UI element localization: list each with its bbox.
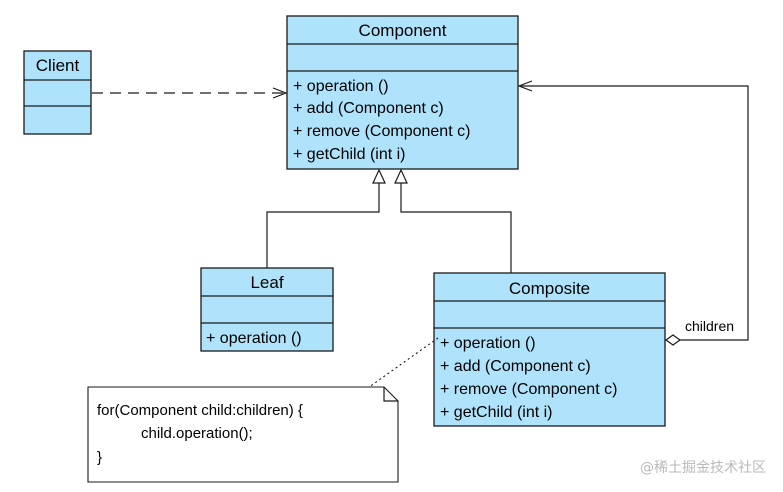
class-component-member-remove: + remove (Component c) (293, 123, 470, 140)
class-component-member-add: + add (Component c) (293, 100, 444, 117)
class-component[interactable]: Component + operation () + add (Componen… (286, 15, 519, 170)
class-leaf-member-operation: + operation () (206, 330, 302, 347)
generalization-leaf-line (266, 182, 380, 268)
note-fold (383, 387, 398, 402)
note-operation[interactable]: for(Component child:children) { child.op… (87, 337, 439, 483)
class-composite-box (433, 272, 666, 427)
class-composite-name: Composite (509, 279, 590, 298)
class-client[interactable]: Client (23, 50, 92, 135)
class-component-name: Component (359, 21, 447, 40)
class-component-box (286, 15, 519, 170)
dependency-client-component (92, 87, 288, 99)
class-leaf-name: Leaf (250, 273, 283, 292)
aggregation-arrowhead (517, 80, 533, 92)
class-leaf[interactable]: Leaf + operation () (200, 267, 334, 352)
class-composite-member-operation: + operation () (440, 335, 536, 352)
class-client-name: Client (36, 56, 80, 75)
class-composite-member-getchild: + getChild (int i) (440, 404, 553, 421)
generalization-composite-triangle (394, 168, 408, 184)
class-leaf-box (200, 267, 334, 352)
aggregation-diamond (664, 334, 682, 346)
generalization-leaf-component (266, 168, 386, 268)
generalization-composite-line (400, 182, 512, 273)
aggregation-children: children (517, 80, 749, 346)
generalization-composite-component (394, 168, 512, 273)
note-line-2: child.operation(); (141, 425, 253, 442)
class-composite[interactable]: Composite + operation () + add (Componen… (433, 272, 666, 427)
note-line-3: } (97, 449, 102, 466)
class-component-member-operation: + operation () (293, 78, 389, 95)
note-box (87, 386, 399, 483)
aggregation-role-label: children (685, 318, 734, 334)
aggregation-line (521, 85, 749, 341)
watermark-text: @稀土掘金技术社区 (640, 460, 766, 476)
dependency-arrowhead (272, 87, 288, 99)
note-anchor-line (364, 337, 439, 391)
class-composite-member-remove: + remove (Component c) (440, 381, 617, 398)
class-component-member-getchild: + getChild (int i) (293, 146, 406, 163)
generalization-leaf-triangle (372, 168, 386, 184)
class-composite-member-add: + add (Component c) (440, 358, 591, 375)
class-client-box (23, 50, 92, 135)
note-line-1: for(Component child:children) { (97, 402, 303, 419)
